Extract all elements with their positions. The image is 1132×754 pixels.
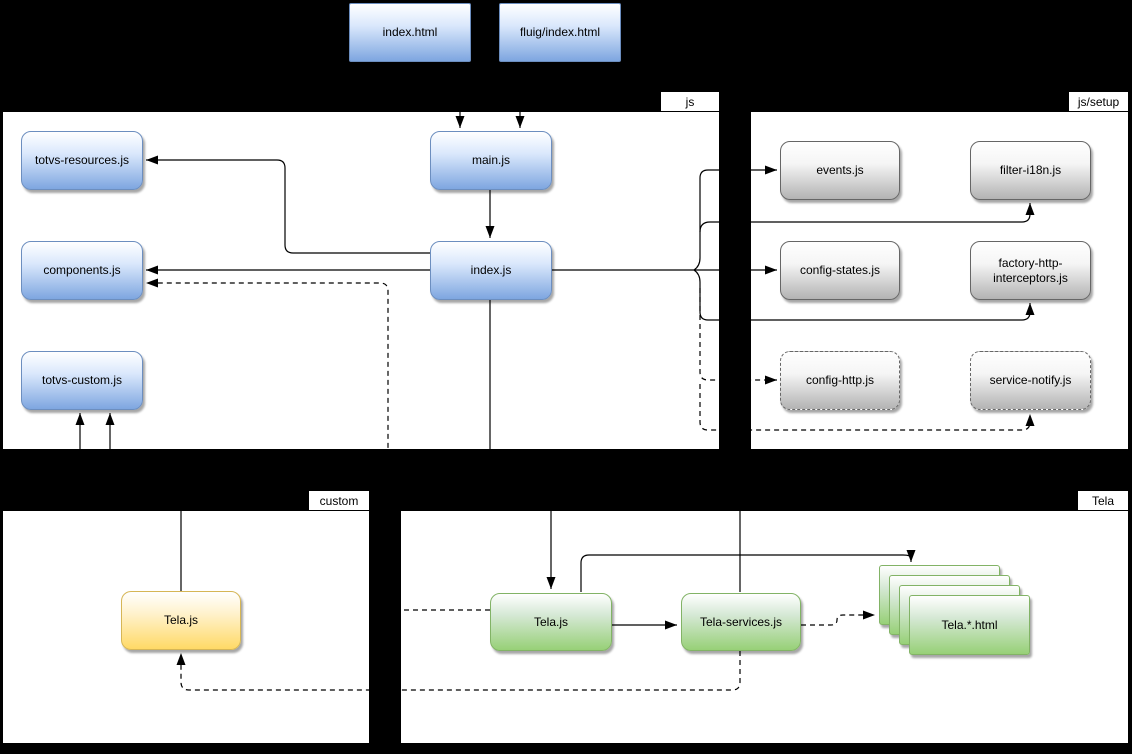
panel-tab-custom: custom — [308, 490, 370, 511]
panel-tab-js: js — [660, 91, 720, 112]
node-service-notify-js: service-notify.js — [970, 351, 1091, 410]
node-label: Tela-services.js — [699, 614, 783, 629]
node-label: events.js — [816, 163, 864, 177]
node-label: main.js — [471, 153, 510, 167]
node-label: totvs-custom.js — [41, 373, 122, 387]
node-label: factory-http-interceptors.js — [993, 255, 1068, 285]
node-label: index.js — [470, 263, 512, 277]
panel-tab-tela: Tela — [1077, 490, 1129, 511]
node-totvs-custom-js: totvs-custom.js — [21, 351, 143, 410]
node-components-js: components.js — [21, 241, 143, 300]
node-tela-services-js: Tela-services.js — [681, 593, 801, 651]
panel-tab-js-setup: js/setup — [1068, 91, 1129, 112]
node-label: filter-i18n.js — [999, 163, 1062, 177]
node-totvs-resources-js: totvs-resources.js — [21, 131, 143, 190]
node-events-js: events.js — [780, 141, 900, 200]
node-label: fluig/index.html — [519, 25, 601, 39]
node-label: index.html — [382, 25, 438, 39]
node-label: Tela.js — [163, 613, 198, 627]
node-filter-i18n-js: filter-i18n.js — [970, 141, 1091, 200]
node-factory-http-interceptors-js: factory-http-interceptors.js — [970, 241, 1091, 300]
node-label: totvs-resources.js — [34, 153, 130, 167]
node-label: components.js — [43, 263, 121, 277]
node-label: config-http.js — [805, 373, 875, 387]
node-tela-html: Tela.*.html — [909, 595, 1030, 655]
node-label: Tela.*.html — [941, 617, 998, 632]
node-config-states-js: config-states.js — [780, 241, 900, 300]
node-label: service-notify.js — [989, 373, 1072, 387]
node-index-js: index.js — [430, 241, 552, 300]
node-index-html: index.html — [349, 3, 471, 62]
node-fluig-index-html: fluig/index.html — [499, 3, 621, 62]
node-label: Tela.js — [533, 614, 568, 629]
node-config-http-js: config-http.js — [780, 351, 900, 410]
node-label: config-states.js — [799, 263, 881, 277]
node-tela-js: Tela.js — [490, 593, 612, 651]
node-tela-js-custom: Tela.js — [121, 591, 241, 650]
node-main-js: main.js — [430, 131, 552, 190]
